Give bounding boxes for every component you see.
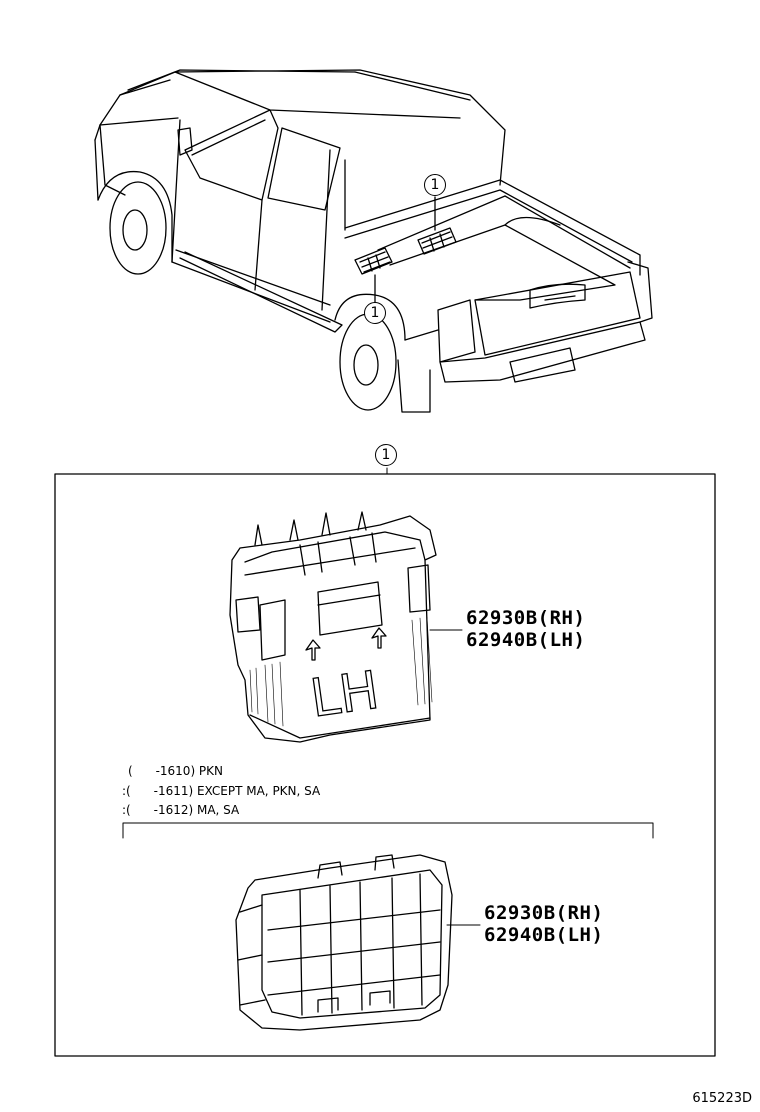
truck-vent-left — [354, 247, 393, 275]
callout-truck-top: 1 — [424, 174, 446, 196]
note-line-1: ( -1610) PKN — [128, 764, 224, 778]
lower-vent-drawing — [235, 854, 453, 1031]
upper-label-lh: 62940B(LH) — [466, 629, 586, 651]
lower-label-lh: 62940B(LH) — [484, 924, 604, 946]
lh-stamp-text: LH — [307, 661, 383, 730]
callout-detail: 1 — [375, 444, 397, 466]
note-line-2: :( -1611) EXCEPT MA, PKN, SA — [122, 784, 321, 798]
truck-vent-right — [417, 227, 457, 255]
upper-label-rh: 62930B(RH) — [466, 607, 586, 629]
truck-illustration — [94, 69, 653, 413]
note-line-3: :( -1612) MA, SA — [122, 803, 240, 817]
upper-vent-drawing — [229, 511, 437, 743]
lower-label-rh: 62930B(RH) — [484, 902, 604, 924]
callout-truck-bottom: 1 — [364, 302, 386, 324]
detail-frame — [54, 473, 716, 1057]
diagram-id: 615223D — [692, 1091, 752, 1106]
